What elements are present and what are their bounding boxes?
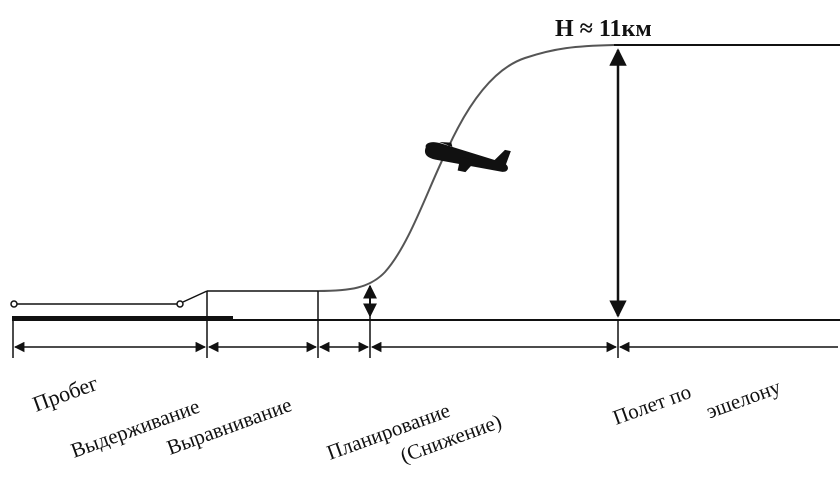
phase-label-probeg: Пробег bbox=[29, 370, 101, 417]
phase-label-planirovanie: Планирование (Снижение) bbox=[324, 383, 505, 480]
phase-label-polet: Полет по эшелону bbox=[610, 350, 785, 454]
altitude-label: H ≈ 11км bbox=[555, 16, 652, 42]
liftoff-segment bbox=[182, 290, 208, 303]
airplane-icon bbox=[424, 142, 511, 173]
ground-roll-end-marker bbox=[176, 300, 184, 308]
ground-roll-start-marker bbox=[10, 300, 18, 308]
